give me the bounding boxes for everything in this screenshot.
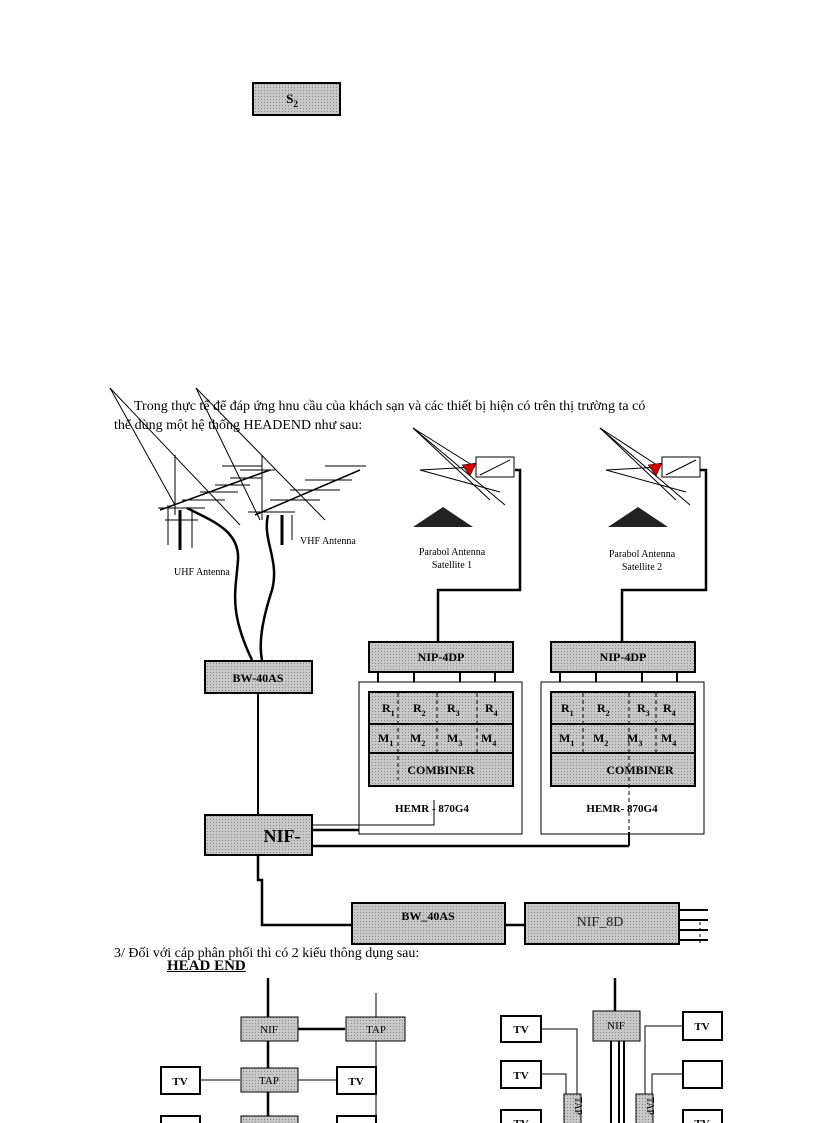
nif-main-label: NIF- bbox=[264, 826, 301, 846]
nif8d-label: NIF_8D bbox=[577, 915, 624, 930]
r4-left: R4 bbox=[485, 701, 498, 718]
bw40as-top-label: BW-40AS bbox=[233, 671, 284, 685]
parabol-antenna-1 bbox=[412, 427, 522, 642]
hemr-left-frame: COMBINER HEMR - 870G4 bbox=[312, 681, 523, 835]
m4-left: M4 bbox=[481, 731, 496, 748]
dist-right-nif: NIF bbox=[607, 1020, 625, 1032]
dist-left-tap-1: TAP bbox=[366, 1024, 386, 1036]
m1-right: M1 bbox=[559, 731, 574, 748]
nip-left-label: NIP-4DP bbox=[418, 650, 465, 664]
bw40as-bottom-label: BW_40AS bbox=[401, 909, 455, 923]
distribution-right: NIF TV TV TV TV TV TAP TAP bbox=[500, 978, 723, 1123]
m2-right: M2 bbox=[593, 731, 608, 748]
hemr-left-label: HEMR - 870G4 bbox=[395, 803, 469, 815]
module-labels: R1 R2 R3 R4 M1 M2 M3 M4 R1 R2 R3 R4 M1 M… bbox=[378, 701, 676, 748]
parabol2-label-line1: Parabol Antenna bbox=[609, 549, 676, 560]
m4-right: M4 bbox=[661, 731, 676, 748]
parabol1-label-line1: Parabol Antenna bbox=[419, 547, 486, 558]
r2-left: R2 bbox=[413, 701, 426, 718]
dist-right-tap-v1: TAP bbox=[572, 1097, 583, 1116]
nip-right-block: NIP-4DP bbox=[550, 641, 696, 692]
dist-left-tv-2: TV bbox=[348, 1076, 363, 1088]
paragraph-line-2: thể dùng một hệ thống HEADEND như sau: bbox=[114, 418, 363, 433]
dist-left-nif: NIF bbox=[260, 1024, 278, 1036]
paragraph-line-1: Trong thực tế để đáp ứng hnu cầu của khá… bbox=[134, 399, 646, 414]
r1-left: R1 bbox=[382, 701, 395, 718]
dist-left-tv-1: TV bbox=[172, 1076, 187, 1088]
r1-right: R1 bbox=[561, 701, 574, 718]
parabol2-label-line2: Satellite 2 bbox=[622, 562, 662, 573]
headend-heading: HEAD END bbox=[167, 958, 246, 974]
nif8d-block: NIF_8D bbox=[524, 902, 708, 945]
dist-right-tv-5: TV bbox=[694, 1118, 709, 1123]
r3-left: R3 bbox=[447, 701, 460, 718]
section3-text: 3/ Đối với cáp phân phối thì có 2 kiểu t… bbox=[114, 946, 420, 961]
trunk-line-2 bbox=[256, 855, 352, 927]
nif-main-block: NIF- bbox=[204, 814, 630, 856]
bw40as-top-block: BW-40AS bbox=[204, 660, 313, 694]
s2-main: S bbox=[286, 91, 293, 106]
nip-right-label: NIP-4DP bbox=[600, 650, 647, 664]
dist-right-tv-1: TV bbox=[513, 1024, 528, 1036]
vhf-antenna-label: VHF Antenna bbox=[300, 536, 356, 547]
hemr-right-label: HEMR- 870G4 bbox=[586, 803, 658, 815]
terrestrial-antennas bbox=[109, 387, 366, 661]
parabol1-label-line2: Satellite 1 bbox=[432, 560, 472, 571]
r4-right: R4 bbox=[663, 701, 676, 718]
m1-left: M1 bbox=[378, 731, 393, 748]
m2-left: M2 bbox=[410, 731, 425, 748]
dist-right-tv-4: TV bbox=[513, 1118, 528, 1123]
s2-box: S2 bbox=[252, 82, 341, 116]
dist-right-tv-3: TV bbox=[513, 1070, 528, 1082]
parabol-antenna-2 bbox=[599, 427, 708, 642]
dist-right-tv-2: TV bbox=[694, 1021, 709, 1033]
dist-left-tap-2: TAP bbox=[259, 1075, 279, 1087]
distribution-left: NIF TAP TAP TV TV bbox=[160, 978, 406, 1123]
uhf-antenna-label: UHF Antenna bbox=[174, 567, 230, 578]
r2-right: R2 bbox=[597, 701, 610, 718]
combiner-left-label: COMBINER bbox=[407, 763, 475, 777]
r3-right: R3 bbox=[637, 701, 650, 718]
svg-text:S2: S2 bbox=[286, 91, 298, 109]
bw40as-bottom-block: BW_40AS bbox=[351, 902, 525, 945]
m3-right: M3 bbox=[627, 731, 642, 748]
hemr-right-frame: COMBINER HEMR- 870G4 bbox=[540, 681, 705, 845]
m3-left: M3 bbox=[447, 731, 462, 748]
s2-sub: 2 bbox=[293, 99, 298, 109]
dist-right-tap-v2: TAP bbox=[644, 1097, 655, 1116]
combiner-right-label: COMBINER bbox=[606, 763, 674, 777]
